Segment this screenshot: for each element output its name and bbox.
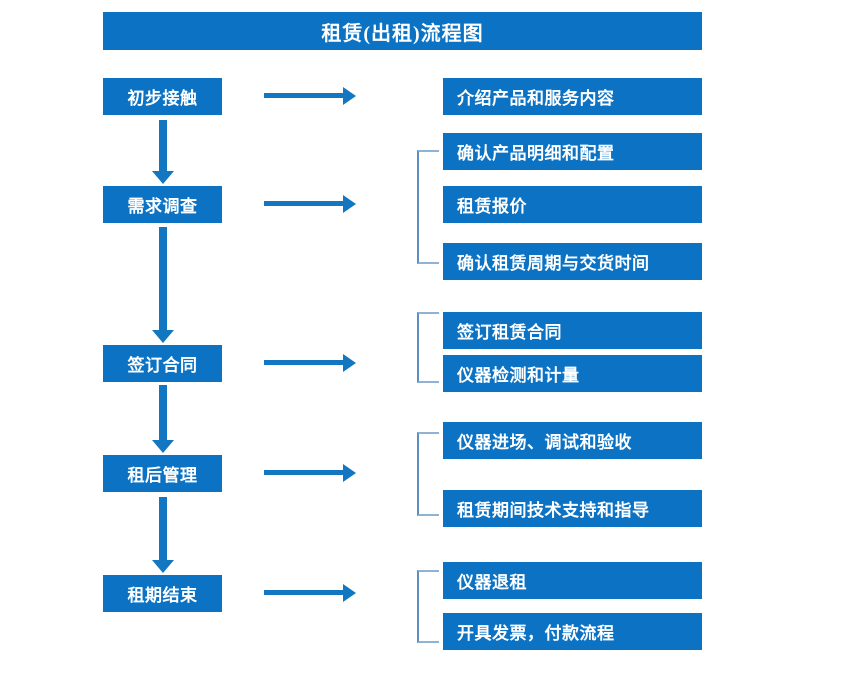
arrow-right-icon-4 [264, 464, 356, 482]
arrow-down-icon-2 [152, 227, 174, 343]
arrow-right-icon-1 [264, 87, 356, 105]
detail-box-2-3[interactable]: 确认租赁周期与交货时间 [443, 243, 702, 280]
stage-box-3[interactable]: 签订合同 [103, 345, 222, 382]
stage-box-2[interactable]: 需求调查 [103, 186, 222, 223]
group-bracket-5 [417, 570, 439, 643]
detail-box-4-1[interactable]: 仪器进场、调试和验收 [443, 422, 702, 459]
group-bracket-4 [417, 432, 439, 516]
detail-box-5-1[interactable]: 仪器退租 [443, 562, 702, 599]
stage-box-4[interactable]: 租后管理 [103, 455, 222, 492]
stage-box-5[interactable]: 租期结束 [103, 575, 222, 612]
group-bracket-3 [417, 312, 439, 383]
stage-box-1[interactable]: 初步接触 [103, 78, 222, 115]
detail-box-3-1[interactable]: 签订租赁合同 [443, 312, 702, 349]
arrow-down-icon-1 [152, 120, 174, 184]
detail-box-3-2[interactable]: 仪器检测和计量 [443, 355, 702, 392]
arrow-down-icon-4 [152, 497, 174, 573]
arrow-right-icon-3 [264, 354, 356, 372]
arrow-right-icon-2 [264, 195, 356, 213]
arrow-right-icon-5 [264, 584, 356, 602]
page-title: 租赁(出租)流程图 [103, 12, 702, 50]
detail-box-5-2[interactable]: 开具发票，付款流程 [443, 613, 702, 650]
group-bracket-2 [417, 150, 439, 264]
arrow-down-icon-3 [152, 385, 174, 453]
detail-box-1-1[interactable]: 介绍产品和服务内容 [443, 78, 702, 115]
detail-box-2-2[interactable]: 租赁报价 [443, 186, 702, 223]
detail-box-4-2[interactable]: 租赁期间技术支持和指导 [443, 490, 702, 527]
detail-box-2-1[interactable]: 确认产品明细和配置 [443, 133, 702, 170]
